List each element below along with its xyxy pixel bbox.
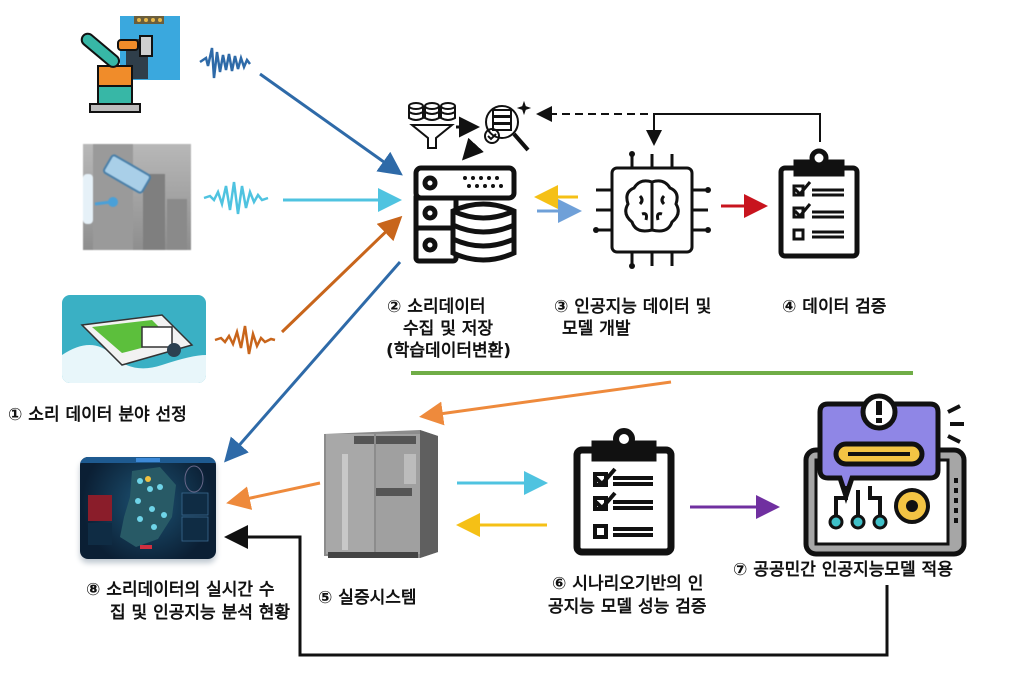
data-inspection-icon <box>478 98 534 154</box>
industrial-robot-icon <box>76 14 186 114</box>
ai-brain-chip-icon <box>590 150 715 270</box>
step2-label-line1: ② 소리데이터 <box>387 297 486 317</box>
step3-label-line1: ③ 인공지능 데이터 및 <box>554 297 712 317</box>
sound-wave-icon <box>213 320 277 360</box>
step8-label-line2: 집 및 인공지능 분석 현황 <box>110 603 291 623</box>
sound-wave-icon <box>202 178 270 218</box>
step7-label: ⑦ 공공민간 인공지능모델 적용 <box>733 560 953 580</box>
step5-label: ⑤ 실증시스템 <box>318 588 417 608</box>
arrow-storage-to-dashboard <box>224 261 402 463</box>
step6-label-line2: 공지능 모델 성능 검증 <box>548 597 707 617</box>
arrow-system-to-dashboard <box>226 481 321 510</box>
cctv-camera-icon <box>83 144 191 250</box>
arrow-ship-to-storage <box>280 215 403 334</box>
step6-label-line1: ⑥ 시나리오기반의 인 <box>552 574 704 594</box>
step1-label: ① 소리 데이터 분야 선정 <box>8 405 187 425</box>
arrow-inspect-to-storage <box>461 137 484 161</box>
step4-label: ④ 데이터 검증 <box>782 297 887 317</box>
ship-accident-icon <box>62 295 206 383</box>
mainframe-server-icon <box>324 426 440 562</box>
data-funnel-icon <box>406 100 458 150</box>
arrow-verify-to-ai <box>646 113 821 146</box>
arrow-apply-to-dashboard <box>224 525 889 657</box>
alert-tablet-icon <box>800 390 980 558</box>
step2-label-line2: 수집 및 저장 <box>403 319 494 339</box>
database-server-icon <box>413 165 518 265</box>
arrow-robot-to-storage <box>259 72 403 176</box>
clipboard-checklist-icon <box>573 428 675 556</box>
step3-label-line2: 모델 개발 <box>562 319 631 339</box>
sound-wave-icon <box>198 40 253 85</box>
step8-label-line1: ⑧ 소리데이터의 실시간 수 <box>86 580 275 600</box>
arrow-top-to-system <box>419 380 672 426</box>
clipboard-checklist-icon <box>778 148 860 260</box>
monitoring-dashboard-icon <box>80 457 216 559</box>
step2-label-line3: (학습데이터변환) <box>386 341 512 361</box>
